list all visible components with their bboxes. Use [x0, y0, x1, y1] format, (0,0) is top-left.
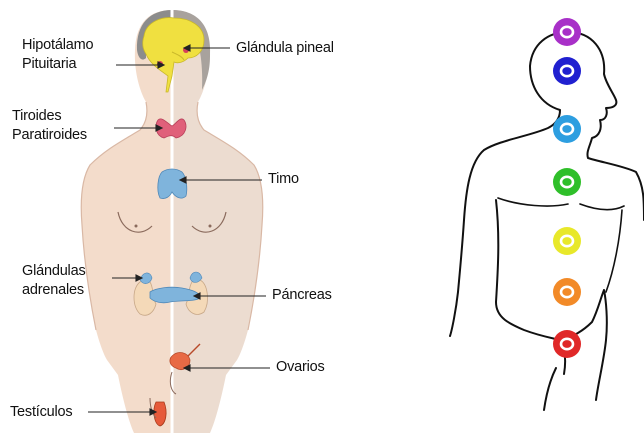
chakra-disc	[553, 330, 581, 358]
body-right-half	[172, 10, 263, 433]
testis	[154, 402, 166, 426]
label-parathyroid: Paratiroides	[12, 127, 87, 144]
chest-line	[498, 198, 624, 210]
torso-line	[606, 210, 622, 292]
label-pituitary: Pituitaria	[22, 56, 76, 73]
label-adrenal-line1: Glándulas	[22, 263, 86, 280]
chakra-throat	[553, 115, 581, 143]
chakra-root	[553, 330, 581, 358]
nipple-left	[135, 225, 138, 228]
chakra-disc	[553, 168, 581, 196]
label-testicles: Testículos	[10, 404, 72, 421]
label-hypothalamus: Hipotálamo	[22, 37, 93, 54]
chakra-disc	[553, 278, 581, 306]
chakra-heart	[553, 168, 581, 196]
label-pancreas: Páncreas	[272, 287, 332, 304]
chakra-crown	[553, 18, 581, 46]
label-thyroid: Tiroides	[12, 108, 61, 125]
chakra-markers	[553, 18, 581, 358]
label-thymus: Timo	[268, 171, 299, 188]
chakra-sacral	[553, 278, 581, 306]
body-left-half	[81, 10, 172, 433]
label-ovaries: Ovarios	[276, 359, 325, 376]
label-adrenal-line2: adrenales	[22, 282, 84, 299]
chakra-disc	[553, 18, 581, 46]
chakra-diagram	[450, 18, 644, 410]
label-pineal: Glándula pineal	[236, 40, 334, 57]
nipple-right	[209, 225, 212, 228]
chakra-disc	[553, 57, 581, 85]
chakra-third-eye	[553, 57, 581, 85]
chakra-disc	[553, 115, 581, 143]
endocrine-diagram	[81, 8, 270, 433]
chakra-solar-plexus	[553, 227, 581, 255]
human-silhouette	[450, 32, 644, 410]
chakra-disc	[553, 227, 581, 255]
